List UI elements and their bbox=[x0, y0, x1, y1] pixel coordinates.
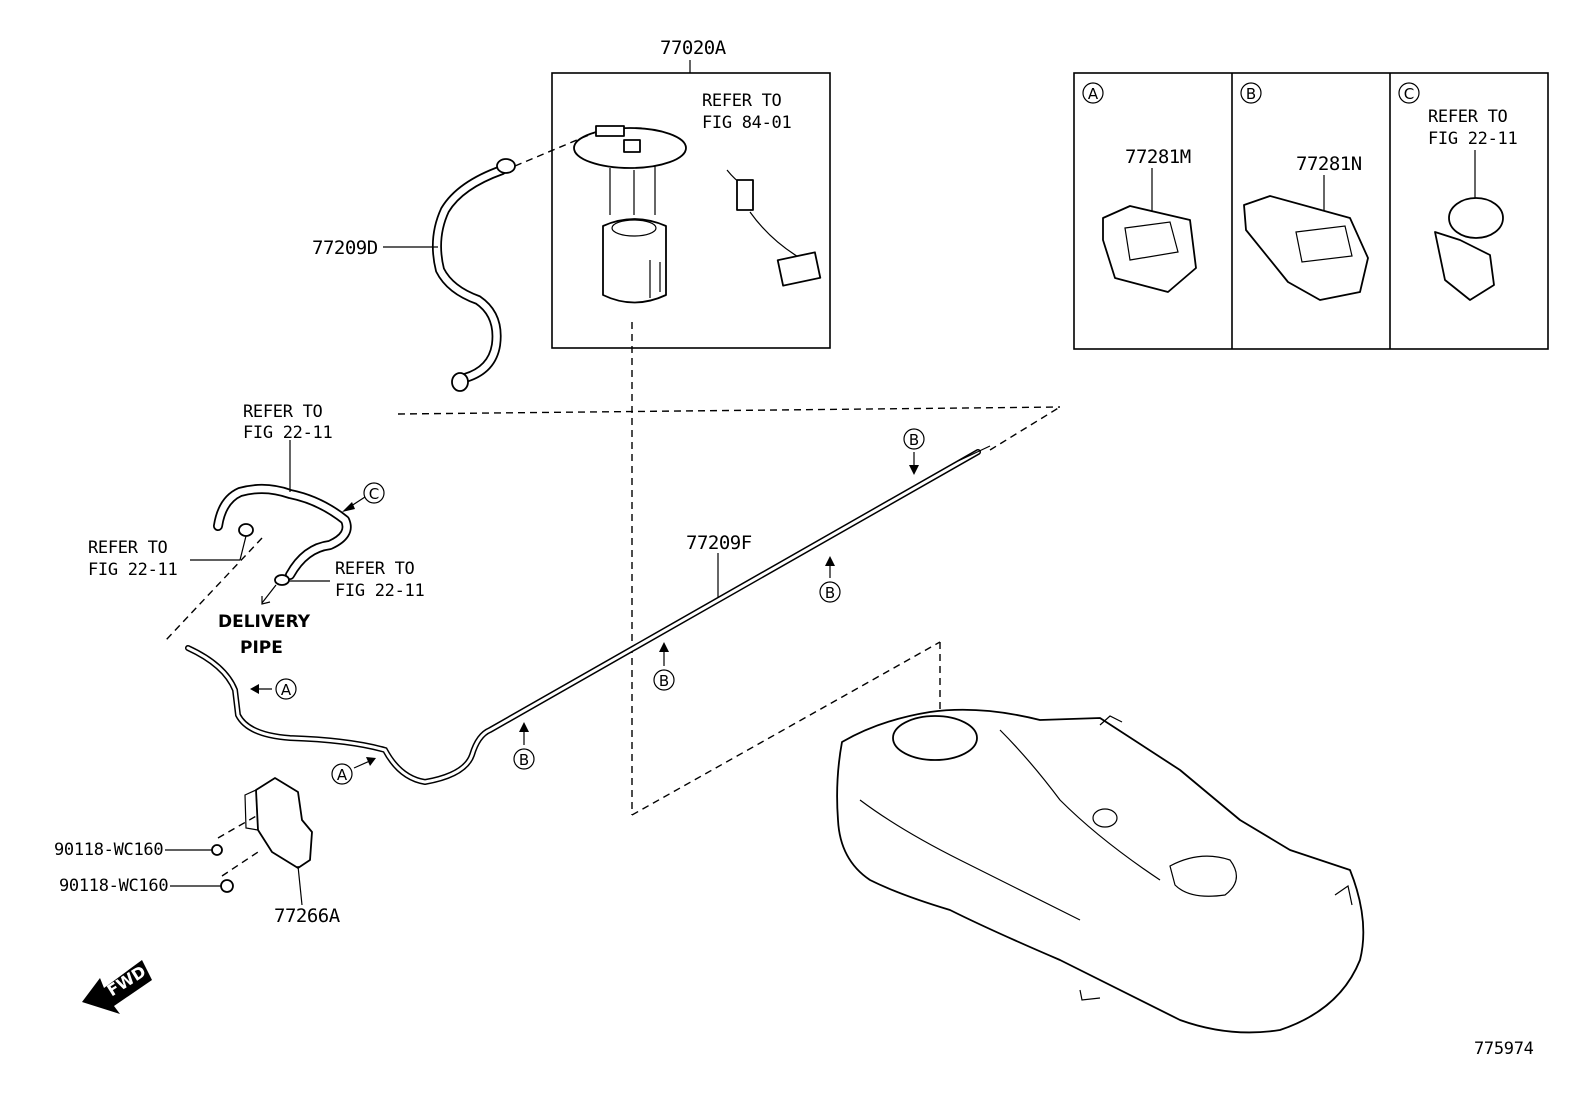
clamp-c-base bbox=[1434, 231, 1495, 301]
callout-a-2: A bbox=[337, 766, 348, 784]
sender-body bbox=[736, 179, 754, 211]
protector-group: 77266A 90118-WC160 90118-WC160 bbox=[54, 777, 341, 927]
pump-outlet bbox=[595, 125, 625, 137]
clamp-b-tag: B bbox=[1246, 85, 1256, 103]
clamp-c-ring bbox=[1448, 197, 1504, 239]
callout-a-1: A bbox=[281, 681, 292, 699]
callout-b-2: B bbox=[659, 672, 669, 690]
pipe-callouts: A A B B B B bbox=[250, 428, 925, 785]
part-label-77281n: 77281N bbox=[1296, 153, 1362, 175]
part-label-77020a: 77020A bbox=[660, 37, 727, 59]
callout-b-4: B bbox=[909, 431, 919, 449]
pump-body bbox=[602, 218, 667, 304]
protector-shape bbox=[255, 777, 313, 869]
part-label-77266a: 77266A bbox=[274, 905, 341, 927]
ref-hose-right-2: FIG 22-11 bbox=[335, 581, 424, 601]
ref-hose-top-1: REFER TO bbox=[243, 402, 323, 422]
fwd-arrow-icon: FWD bbox=[82, 960, 152, 1014]
ref-hose-top-2: FIG 22-11 bbox=[243, 423, 332, 443]
fuel-sender-gauge bbox=[726, 169, 822, 287]
nut-1 bbox=[211, 844, 223, 856]
callout-b-1: B bbox=[519, 751, 529, 769]
pump-assy-box bbox=[551, 72, 831, 349]
pump-assy-group: 77020A REFER TO FIG 84-01 bbox=[551, 37, 831, 815]
clamp-b-shape bbox=[1243, 195, 1369, 301]
ref-hose-left-2: FIG 22-11 bbox=[88, 560, 177, 580]
part-label-77209d: 77209D bbox=[312, 237, 378, 259]
delivery-hose-group: REFER TO FIG 22-11 C REFER TO FIG 22-11 … bbox=[88, 402, 425, 658]
clamps-box-group: A 77281M B 77281N C REFER TO FIG 22-11 bbox=[1073, 72, 1549, 350]
ref-clamp-c-2: FIG 22-11 bbox=[1428, 129, 1517, 149]
part-label-nut-2: 90118-WC160 bbox=[59, 876, 168, 896]
ref-pump-gauge-2: FIG 84-01 bbox=[702, 113, 791, 133]
sender-float bbox=[776, 251, 822, 287]
fuel-hose-77209d: 77209D bbox=[312, 131, 597, 392]
fuel-pipe-77209f: 77209F bbox=[185, 445, 991, 786]
part-label-nut-1: 90118-WC160 bbox=[54, 840, 163, 860]
clamp-a-shape bbox=[1102, 205, 1197, 293]
figure-number: 775974 bbox=[1474, 1039, 1534, 1059]
callout-b-3: B bbox=[825, 584, 835, 602]
tank-pump-opening bbox=[892, 715, 978, 761]
delivery-pipe-label-2: PIPE bbox=[240, 638, 283, 658]
clamps-box bbox=[1073, 72, 1549, 350]
ref-clamp-c-1: REFER TO bbox=[1428, 107, 1508, 127]
pump-connector bbox=[623, 139, 641, 153]
part-label-77281m: 77281M bbox=[1125, 146, 1191, 168]
clamp-a-tag: A bbox=[1088, 85, 1099, 103]
nut-2 bbox=[220, 879, 234, 893]
tank-body bbox=[836, 708, 1365, 1034]
callout-c-hose: C bbox=[369, 485, 379, 503]
ref-hose-right-1: REFER TO bbox=[335, 559, 415, 579]
delivery-pipe-label-1: DELIVERY bbox=[218, 612, 311, 632]
clamp-c-tag: C bbox=[1404, 85, 1414, 103]
fuel-tank bbox=[836, 708, 1365, 1034]
part-label-77209f: 77209F bbox=[686, 532, 752, 554]
ref-hose-left-1: REFER TO bbox=[88, 538, 168, 558]
ref-pump-gauge-1: REFER TO bbox=[702, 91, 782, 111]
